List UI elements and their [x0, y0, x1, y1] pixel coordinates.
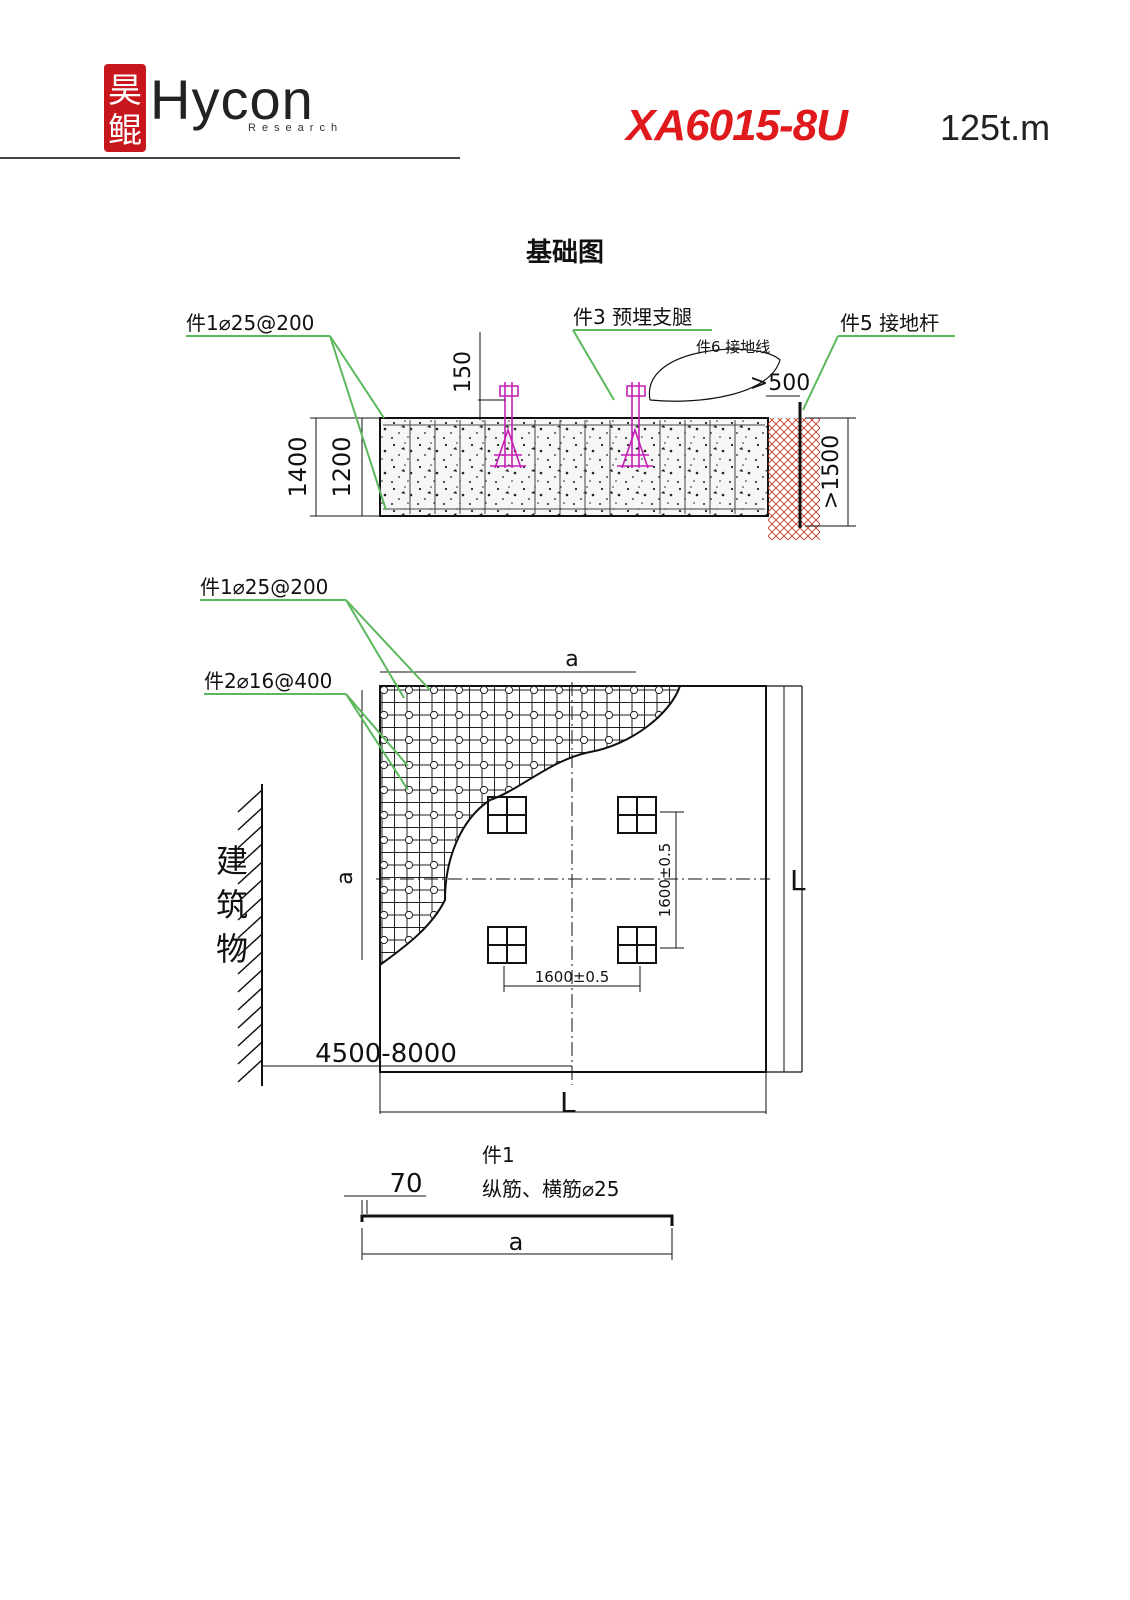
logo-wordmark: Hycon [150, 68, 314, 131]
page-title: 基础图 [525, 238, 604, 268]
header-rule [0, 157, 460, 159]
soil-hatch [768, 418, 820, 540]
building-char-1: 建 [216, 842, 248, 880]
dim-a-top: a [565, 647, 578, 672]
wall-hatch [237, 789, 263, 1083]
leg-square-icon [487, 796, 527, 834]
dim-150: 150 [451, 351, 476, 393]
dim-70: 70 [389, 1169, 422, 1199]
dim-L-bottom: L [560, 1086, 576, 1119]
dim-1500: >1500 [819, 435, 844, 509]
load-moment: 125t.m [940, 107, 1051, 148]
dim-1600-horizontal: 1600±0.5 [535, 968, 610, 986]
plan-leaders [200, 599, 431, 791]
label-part6: 件6 接地线 [696, 338, 770, 356]
cutaway-edge [379, 685, 681, 966]
leg-square-icon [617, 796, 657, 834]
detail-part-title: 件1 [482, 1143, 515, 1167]
rebar-bar-shape [360, 1214, 674, 1226]
dim-1600-vertical: 1600±0.5 [656, 843, 674, 918]
leg-positions [487, 796, 657, 964]
ground-wire-curve [649, 348, 781, 402]
part1-detail: 件1 纵筋、横筋⌀25 70 a [344, 1143, 674, 1260]
leg-square-icon [487, 926, 527, 964]
dim-a-detail: a [509, 1228, 524, 1256]
dim-a-left: a [333, 871, 358, 884]
embedded-leg-right-icon [617, 382, 653, 469]
building-char-3: 物 [216, 930, 248, 968]
label-part1-plan: 件1⌀25@200 [200, 575, 328, 599]
section-rebars [383, 420, 765, 514]
dim-1400: 1400 [284, 436, 312, 497]
concrete-slab-section [379, 417, 769, 517]
building-char-2: 筑 [216, 886, 248, 924]
label-part5: 件5 接地杆 [840, 311, 939, 335]
label-part3: 件3 预埋支腿 [573, 305, 692, 329]
detail-part-desc: 纵筋、横筋⌀25 [482, 1177, 620, 1201]
embedded-leg-left-icon [490, 382, 526, 469]
svg-text:鲲: 鲲 [108, 111, 142, 151]
dim-1200: 1200 [328, 436, 356, 497]
plan-view: 1600±0.5 1600±0.5 a a L L 建 筑 物 4500-800… [200, 575, 806, 1119]
model-number: XA6015-8U [626, 101, 848, 150]
leg-square-icon [617, 926, 657, 964]
dim-L-right: L [790, 864, 806, 897]
label-part2: 件2⌀16@400 [204, 669, 332, 693]
label-part1-section: 件1⌀25@200 [186, 311, 314, 335]
dim-4500-8000: 4500-8000 [315, 1039, 457, 1069]
hycon-seal-logo-icon: 昊 鲲 [104, 64, 146, 152]
section-view: 150 1400 1200 >500 >1500 件1⌀25@200 [186, 305, 955, 540]
svg-text:昊: 昊 [108, 71, 142, 111]
page-header: 昊 鲲 Hycon Research XA6015-8U 125t.m [0, 0, 1130, 170]
logo-subtitle: Research [248, 122, 344, 134]
section-leaders [186, 329, 955, 511]
